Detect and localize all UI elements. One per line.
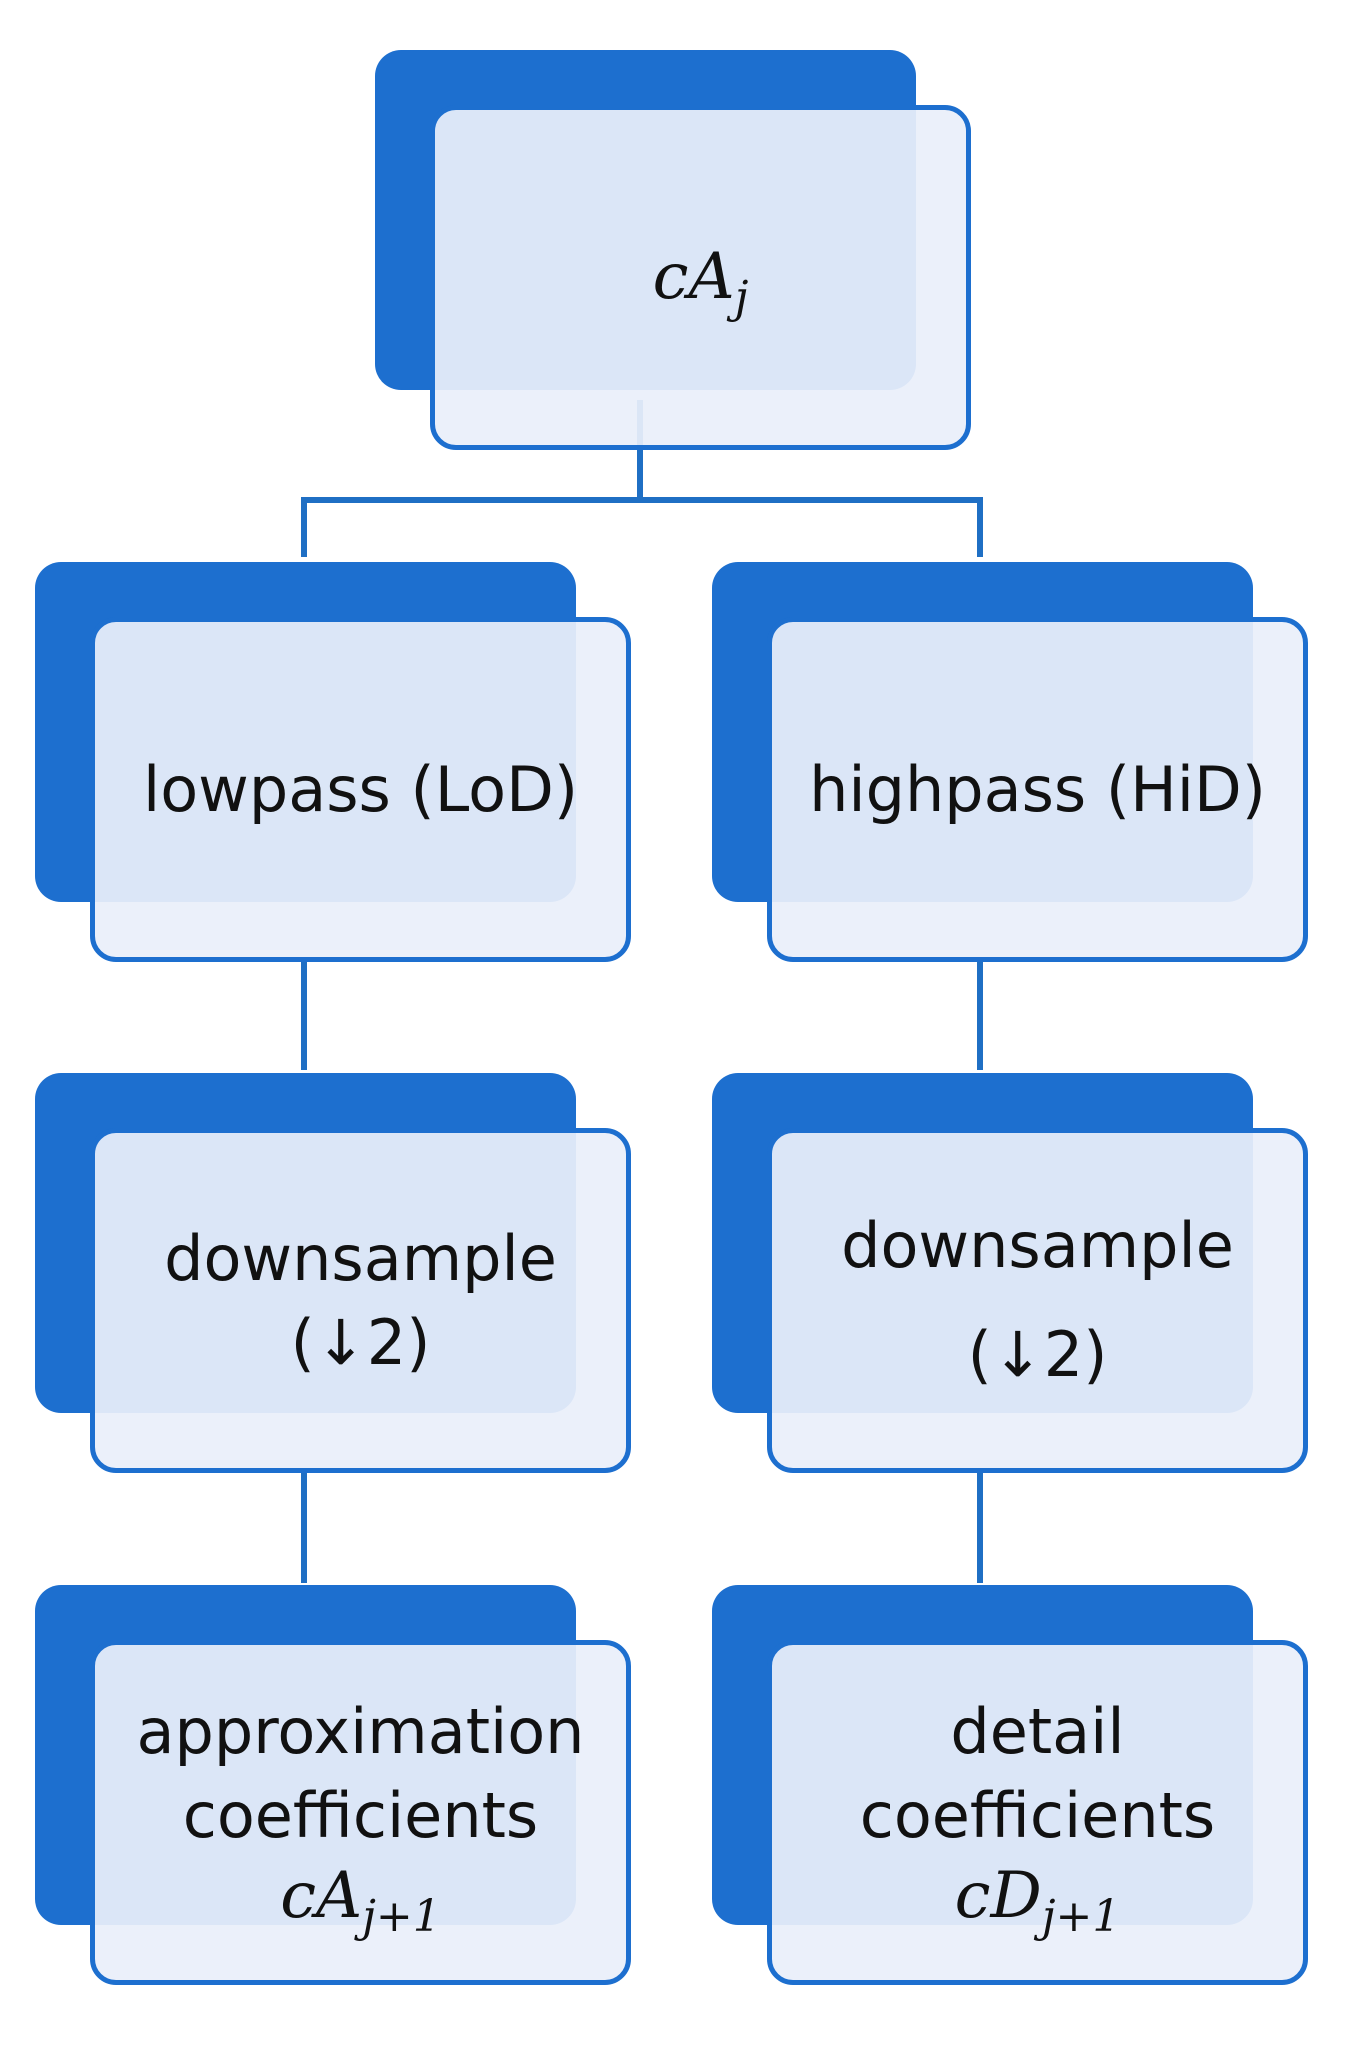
label-line: highpass (HiD) (809, 752, 1266, 826)
label-line: coefficients (182, 1779, 539, 1853)
node-box (90, 617, 631, 962)
node-label: highpass (HiD) (767, 617, 1308, 962)
node-box (767, 617, 1308, 962)
label-line: coefficients (859, 1779, 1216, 1853)
node-box (90, 1640, 631, 1985)
node-label: cAj (430, 105, 971, 450)
connector-highpass-to-downsample (977, 960, 983, 1070)
node-label: approximation coefficients cAj+1 (90, 1640, 631, 1985)
label-line: lowpass (LoD) (142, 752, 579, 826)
connector-low-downsample-to-approx (301, 1473, 307, 1583)
node-label: detail coefficients cDj+1 (767, 1640, 1308, 1985)
connector-to-lowpass (301, 497, 307, 557)
label-line: detail (950, 1695, 1125, 1769)
node-box (767, 1640, 1308, 1985)
label-line: downsample (164, 1221, 557, 1295)
node-label: downsample (↓2) (90, 1128, 631, 1473)
connector-high-downsample-to-detail (977, 1473, 983, 1583)
label-line: (↓2) (290, 1305, 431, 1379)
math-label: cAj+1 (280, 1858, 441, 1942)
math-label: cDj+1 (954, 1858, 1121, 1942)
connector-horizontal-bar (301, 497, 983, 503)
node-box (90, 1128, 631, 1473)
math-label: cAj (652, 240, 749, 324)
node-label: lowpass (LoD) (90, 617, 631, 962)
label-line: approximation (136, 1695, 585, 1769)
connector-lowpass-to-downsample (301, 960, 307, 1070)
node-box (767, 1128, 1308, 1473)
label-line: downsample (841, 1209, 1234, 1282)
label-line: (↓2) (967, 1317, 1108, 1391)
node-label: downsample (↓2) (767, 1128, 1308, 1473)
connector-to-highpass (977, 497, 983, 557)
connector-root-trunk (637, 400, 643, 500)
node-box (430, 105, 971, 450)
